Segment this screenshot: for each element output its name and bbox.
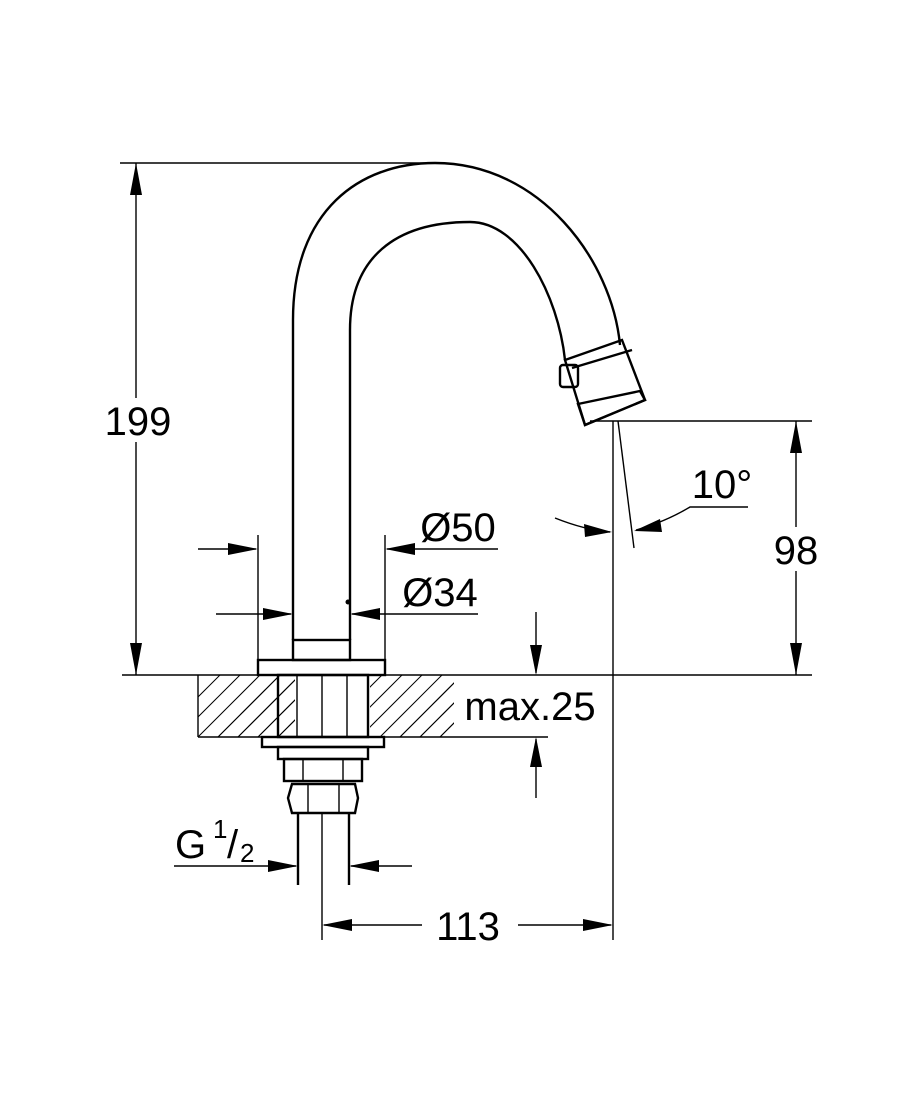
countertop-section: [122, 674, 812, 738]
dimension-projection: 113: [322, 905, 613, 949]
dimension-height-total: 199: [95, 162, 435, 675]
label-height-outlet: 98: [774, 529, 819, 573]
faucet-outline: [256, 161, 647, 940]
label-thread-prefix: G: [175, 823, 206, 867]
dimension-diameter-inner: Ø34: [216, 571, 478, 620]
dimension-angle: 10°: [554, 420, 753, 940]
hatching-left: [198, 675, 295, 737]
label-thread-numerator: 1: [213, 814, 227, 844]
label-height-total: 199: [105, 400, 172, 444]
hatching-right: [370, 675, 454, 737]
label-diameter-inner: Ø34: [402, 571, 478, 615]
label-max-thickness: max.25: [464, 685, 595, 729]
dimension-thread: G 1 / 2: [174, 814, 412, 872]
label-thread-slash: /: [227, 823, 239, 867]
outlet-aerator: [558, 338, 647, 427]
dimension-height-outlet: 98: [590, 420, 824, 675]
label-angle: 10°: [692, 463, 753, 507]
label-projection: 113: [436, 905, 500, 949]
label-diameter-outer: Ø50: [420, 506, 496, 550]
label-thread-denominator: 2: [240, 838, 254, 868]
dimension-diameter-outer: Ø50: [198, 506, 498, 660]
dimension-max-thickness: max.25: [464, 612, 596, 798]
